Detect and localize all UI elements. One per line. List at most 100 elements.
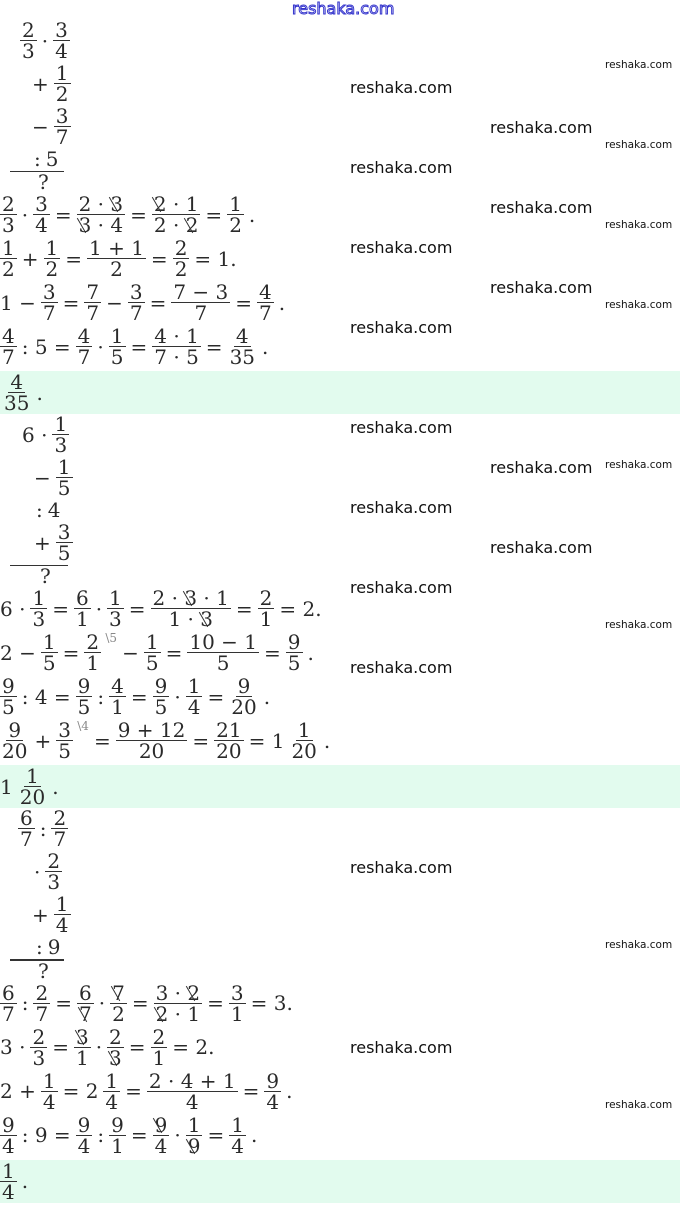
math-text: −	[34, 465, 51, 490]
math-text: ·	[174, 1123, 181, 1148]
watermark: reshaka.com	[490, 118, 593, 137]
numerator: 1	[53, 61, 71, 85]
denominator: 7	[77, 1004, 94, 1024]
numerator: 4	[257, 280, 274, 305]
math-text: .	[323, 728, 331, 753]
numerator: 2 · 3 · 1	[150, 586, 231, 611]
numerator: 3 · 2	[153, 983, 203, 1004]
math-text: +	[34, 530, 51, 555]
watermark: reshaka.com	[605, 59, 673, 71]
numerator: 9	[6, 718, 24, 743]
math-text: 2 ·	[152, 586, 185, 611]
denominator: 3	[47, 870, 61, 895]
math-text: 5	[45, 147, 59, 171]
denominator: 1	[86, 651, 100, 676]
math-text: 2 −	[0, 640, 36, 665]
numerator: 2	[0, 192, 17, 217]
denominator: 3 · 4	[77, 215, 126, 235]
math-text: ·	[34, 859, 41, 884]
denominator: 4	[154, 1133, 168, 1158]
numerator: 4	[0, 324, 17, 349]
denominator: 1 · 3	[166, 609, 215, 629]
numerator: 1	[103, 1068, 121, 1093]
math-text: =	[52, 596, 69, 621]
math-text: ·	[174, 684, 181, 709]
watermark: reshaka.com	[605, 219, 673, 231]
numerator: 21	[214, 718, 244, 743]
numerator: 1	[55, 455, 73, 480]
math-text: −	[106, 290, 123, 315]
numerator: 2	[257, 586, 275, 611]
denominator: 1	[75, 607, 89, 632]
math-text: ·	[21, 202, 29, 227]
math-text: =	[130, 1123, 148, 1148]
cancelled-factor: 2	[155, 1001, 169, 1026]
scheme-question: ?	[38, 170, 49, 195]
denominator: 4	[42, 1089, 56, 1114]
denominator: 35	[229, 345, 256, 370]
numerator: 1	[0, 236, 17, 261]
cancelled-factor: 3	[75, 1024, 89, 1049]
numerator: 2	[84, 630, 102, 655]
math-text: 9	[47, 935, 61, 960]
math-text: =	[62, 640, 80, 665]
denominator: 5	[57, 476, 71, 501]
denominator: 3	[109, 607, 122, 632]
numerator: 6	[0, 980, 17, 1005]
math-text: :	[36, 935, 43, 960]
numerator: 2 · 3	[76, 194, 126, 216]
numerator: 1	[229, 1112, 246, 1137]
math-text: ·	[98, 991, 106, 1016]
denominator: 5	[77, 695, 91, 720]
math-text: 6 ·	[22, 422, 48, 447]
numerator: 6	[76, 980, 94, 1005]
math-text: 1	[0, 774, 13, 799]
numerator: 2 · 4 + 1	[146, 1068, 238, 1093]
numerator: 3	[55, 520, 73, 545]
math-text: :	[97, 684, 105, 709]
denominator: 7	[20, 827, 33, 852]
numerator: 1	[0, 1158, 17, 1183]
math-text: 3 ·	[0, 1035, 26, 1060]
numerator: 7	[84, 280, 102, 305]
numerator: 1	[185, 674, 203, 699]
denominator: 5	[2, 695, 15, 720]
watermark: reshaka.com	[605, 939, 673, 951]
numerator: 3	[40, 280, 58, 305]
watermark: reshaka.com	[350, 578, 453, 597]
numerator: 1	[24, 764, 41, 789]
numerator: 2	[51, 806, 69, 831]
math-text: =	[130, 334, 148, 359]
denominator: 4	[187, 695, 201, 720]
math-text: =	[149, 290, 167, 315]
